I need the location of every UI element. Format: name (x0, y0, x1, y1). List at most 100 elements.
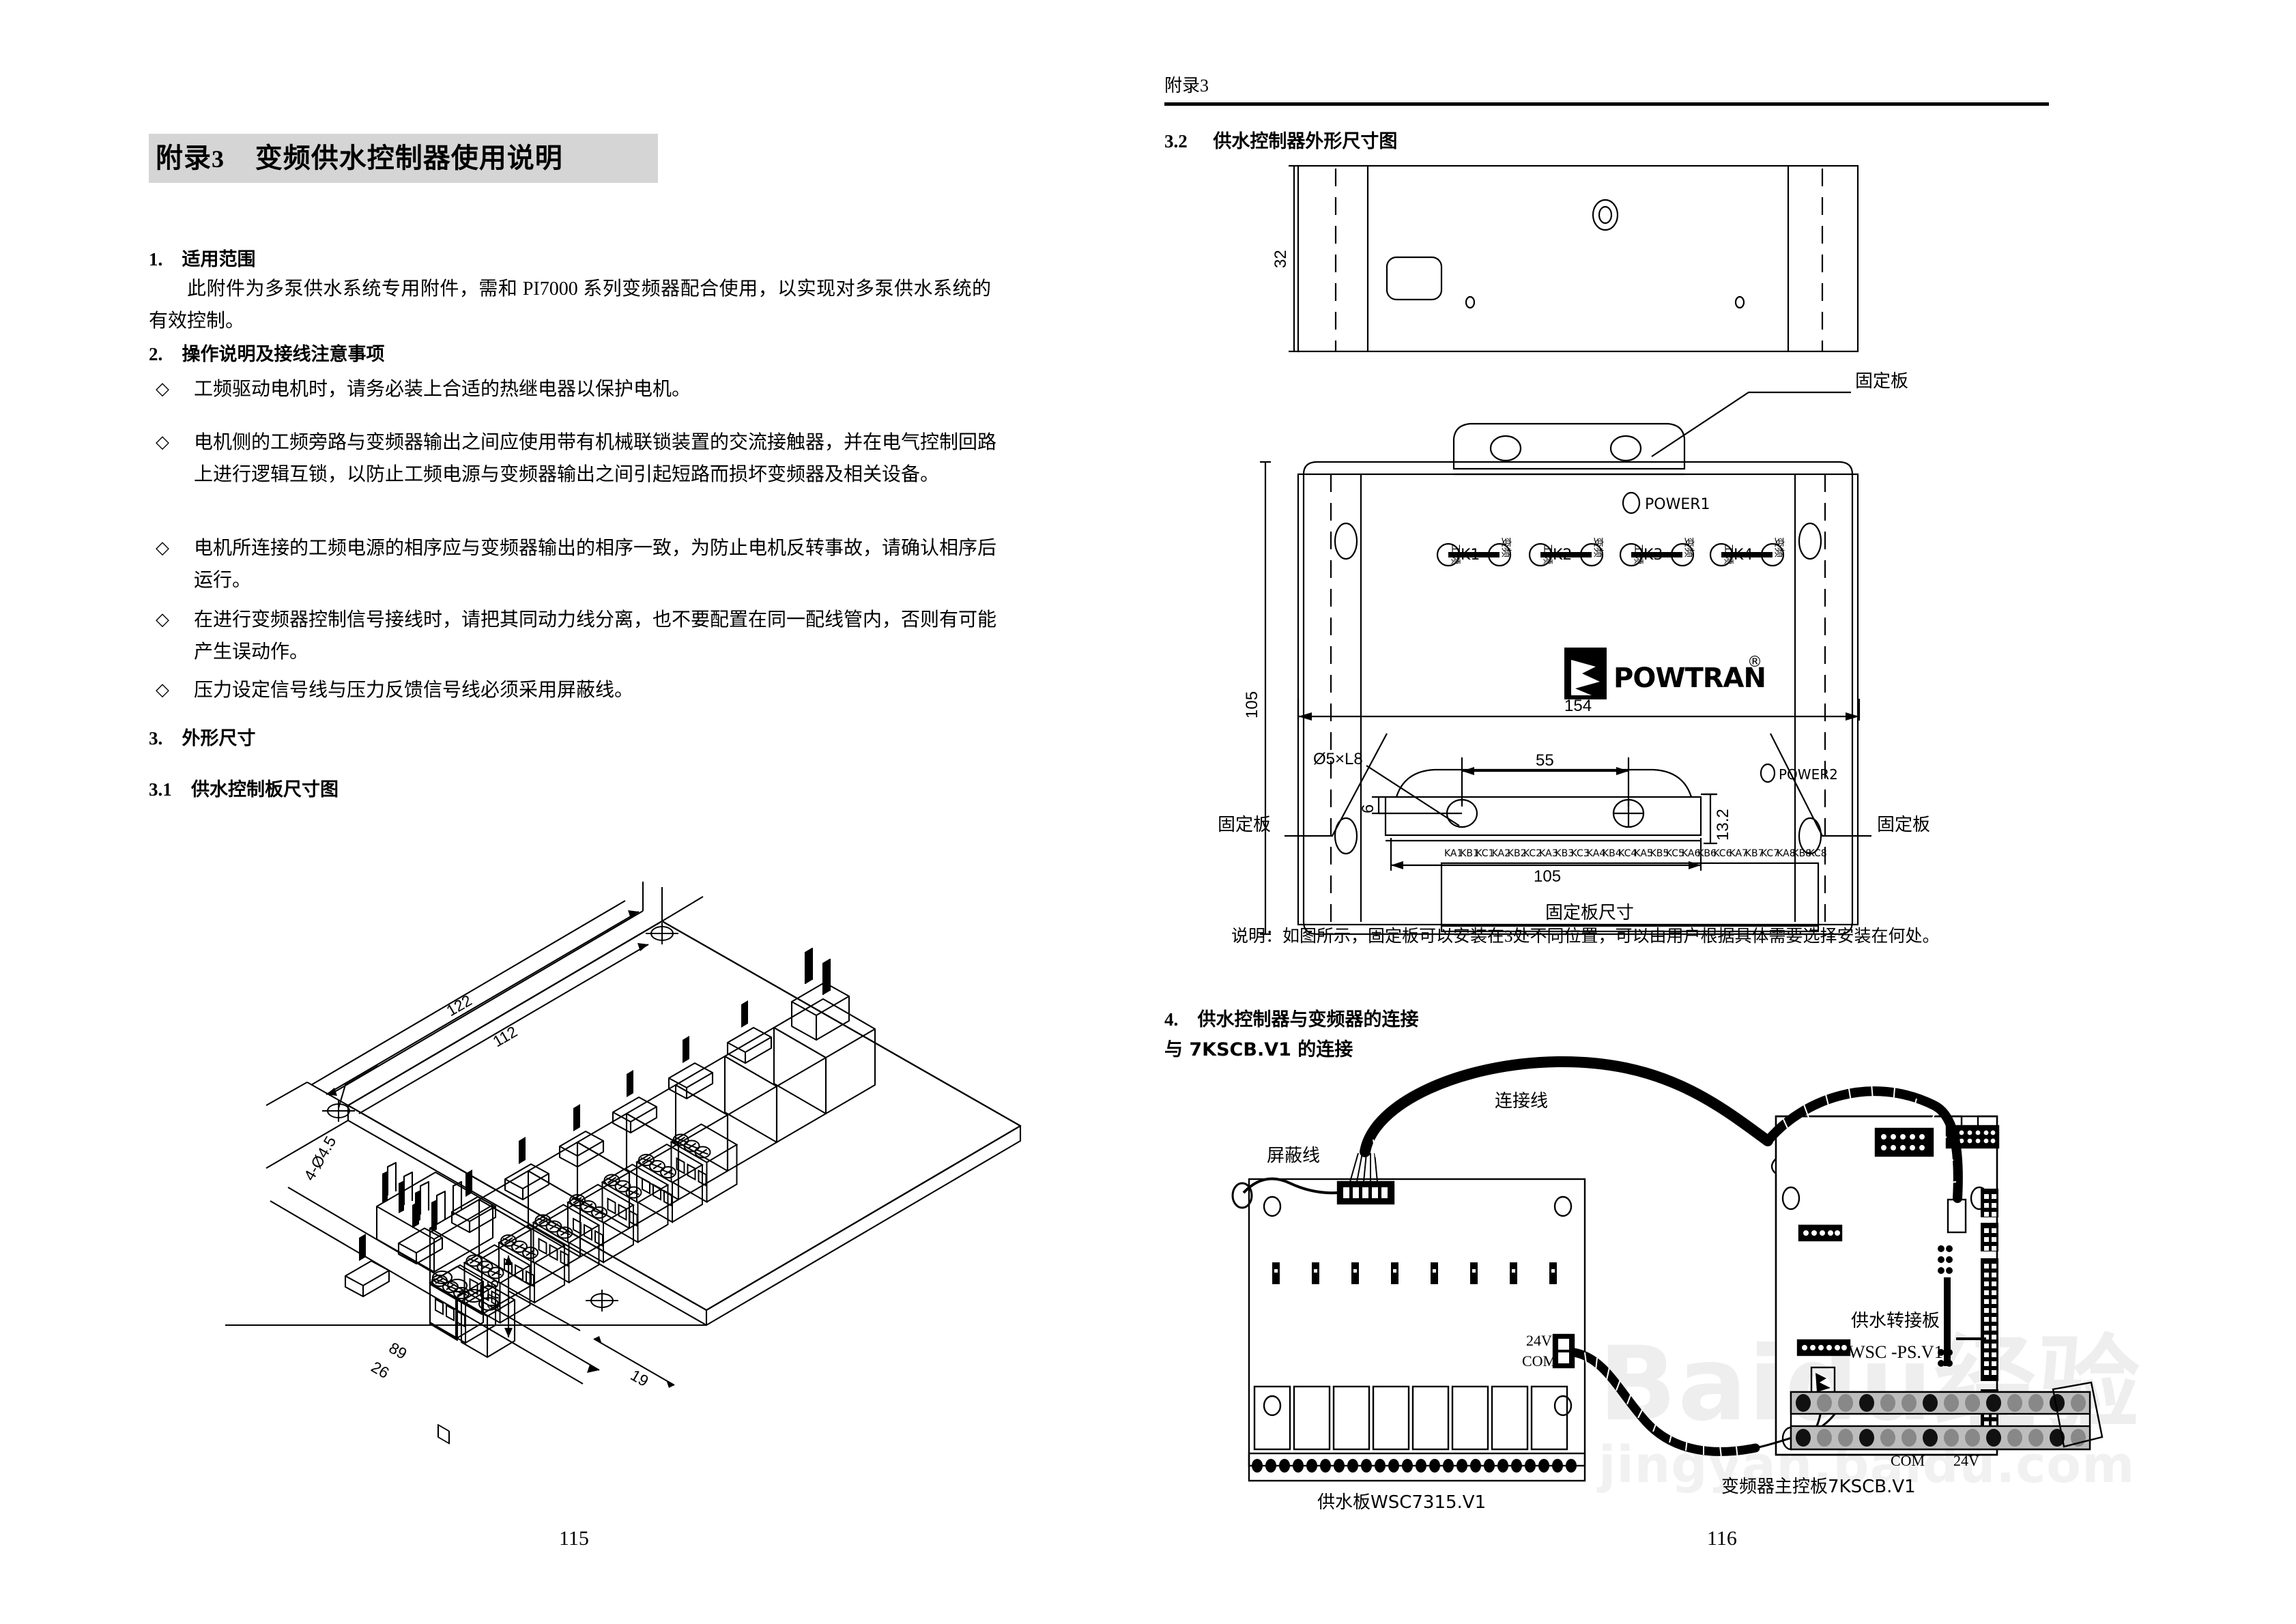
terminal-screw (638, 1154, 655, 1166)
callout-fixing-plate-top: 固定板 (1855, 371, 1908, 392)
terminal-label-kc3: KC3 (1571, 848, 1590, 859)
terminal-window (469, 1277, 478, 1296)
inverter-terminal-dot (2071, 1394, 2086, 1412)
terminal-window (652, 1183, 661, 1201)
terminal-window (584, 1223, 592, 1241)
terminal-dot (1552, 1459, 1563, 1473)
terminal-screw (431, 1275, 448, 1287)
inverter-terminal-dot (2050, 1394, 2065, 1412)
terminal-window (607, 1197, 616, 1215)
header-pin (1992, 1264, 1996, 1268)
terminal-screw (487, 1266, 504, 1279)
terminal-window (538, 1237, 547, 1256)
terminal-screw (625, 1186, 642, 1199)
bullet-text-5: 压力设定信号线与压力反馈信号线必须采用屏蔽线。 (194, 680, 634, 701)
terminal-dot (1279, 1459, 1290, 1473)
inverter-terminal-dot (1965, 1429, 1980, 1447)
connection-diagram: Baidu经验 jingyan.baidu.com (1231, 1037, 2240, 1515)
terminal-window (491, 1290, 500, 1308)
heading-2-title: 操作说明及接线注意事项 (182, 344, 385, 365)
terminal-dot (1252, 1459, 1263, 1473)
header-pin (1984, 1194, 1989, 1199)
terminal-window (457, 1310, 465, 1328)
terminal-screw (569, 1194, 586, 1206)
terminal-label-ka5: KA5 (1634, 848, 1652, 859)
terminal-label-kb4: KB4 (1603, 848, 1622, 859)
terminal-label-kc7: KC7 (1761, 848, 1779, 859)
inverter-terminal-dot (1902, 1394, 1917, 1412)
terminal-window (504, 1258, 513, 1275)
intro-paragraph: 此附件为多泵供水系统专用附件，需和 PI7000 系列变频器配合使用，以实现对多… (149, 278, 991, 332)
terminal-screw (500, 1234, 517, 1247)
appendix-title-prefix: 附录 (156, 143, 212, 174)
led-label-power2: POWER2 (1779, 766, 1838, 783)
terminal-dot (1388, 1459, 1399, 1473)
dim-13-2: 13.2 (1714, 809, 1732, 841)
switch-k1-right-label: 变频 (1500, 537, 1512, 557)
header-pin (1984, 1299, 1989, 1304)
heading-3-1-number: 3.1 (149, 779, 172, 800)
header-rule (1164, 102, 2049, 106)
heading-1-number: 1. (149, 249, 163, 270)
switch-k4-left-label: 工频 (1723, 544, 1735, 564)
header-pin (1984, 1228, 1989, 1233)
terminal-dot (1497, 1459, 1508, 1473)
watermark-main: Baidu经验 (1598, 1325, 2141, 1444)
terminal-window (594, 1230, 603, 1247)
terminal-cell (601, 1163, 670, 1244)
terminal-window (560, 1249, 569, 1268)
switch-k4-right-label: 变频 (1773, 537, 1785, 557)
terminal-window (629, 1209, 638, 1228)
heading-3-2-title: 供水控制器外形尺寸图 (1213, 131, 1398, 152)
header-pin (1992, 1361, 1996, 1366)
terminal-window (573, 1217, 582, 1235)
switch-k2-left-label: 工频 (1542, 544, 1554, 564)
terminal-screw (465, 1254, 483, 1267)
header-pin (1984, 1352, 1989, 1357)
terminal-label-ka2: KA2 (1492, 848, 1510, 859)
terminal-screw (534, 1214, 551, 1227)
switch-label-k2: K2 (1553, 547, 1572, 564)
terminal-dot (1306, 1459, 1317, 1473)
terminal-label-kb6: KB6 (1697, 848, 1717, 859)
bullet-text-3: 电机所连接的工频电源的相序应与变频器输出的相序一致，为防止电机反转事故，请确认相… (194, 538, 997, 591)
heading-4-title: 供水控制器与变频器的连接 (1197, 1009, 1419, 1030)
header-pin (1992, 1228, 1996, 1233)
header-pin (1992, 1203, 1996, 1208)
terminal-dot (1484, 1459, 1495, 1473)
header-pin (1992, 1326, 1996, 1331)
heading-3-number: 3. (149, 728, 163, 749)
dim-112: 112 (490, 1022, 521, 1050)
bullet-item-5: ◇ 压力设定信号线与压力反馈信号线必须采用屏蔽线。 (156, 674, 996, 706)
appendix-title: 附录3 变频供水控制器使用说明 (156, 134, 563, 184)
terminal-cell (635, 1143, 704, 1223)
header-pin (1992, 1290, 1996, 1295)
dim-6: 6 (1359, 804, 1377, 813)
switch-label-k3: K3 (1644, 547, 1663, 564)
header-pin (1992, 1344, 1996, 1348)
heading-4-number: 4. (1164, 1009, 1179, 1030)
bullet-item-1: ◇ 工频驱动电机时，请务必装上合适的热继电器以保护电机。 (156, 373, 996, 405)
label-adapter-board: 供水转接板 (1851, 1311, 1940, 1331)
page-right: 附录3 3.2 供水控制器外形尺寸图 (1148, 0, 2296, 1624)
dim-26: 26 (369, 1358, 392, 1382)
header-pin (1984, 1264, 1989, 1268)
header-pin (1984, 1308, 1989, 1313)
terminal-window (663, 1189, 672, 1207)
inverter-terminal-dot (1796, 1394, 1811, 1412)
inverter-terminal-dot (1944, 1429, 1959, 1447)
terminal-window (480, 1284, 489, 1302)
heading-4: 4. 供水控制器与变频器的连接 (1164, 1004, 1418, 1031)
dim-105: 105 (1243, 691, 1261, 719)
terminal-dot (1361, 1459, 1372, 1473)
inverter-terminal-dot (1923, 1429, 1938, 1447)
terminal-label-ka8: KA8 (1777, 848, 1795, 859)
header-pin (1992, 1212, 1996, 1217)
terminal-screw (476, 1260, 493, 1273)
installation-note: 说明：如图所示，固定板可以安装在3处不同位置，可以由用户根据具体需要选择安装在何… (1231, 927, 1940, 946)
terminal-screw (672, 1133, 689, 1146)
header-pin (1984, 1281, 1989, 1286)
header-pin (1984, 1421, 1989, 1426)
terminal-dot (1470, 1459, 1481, 1473)
